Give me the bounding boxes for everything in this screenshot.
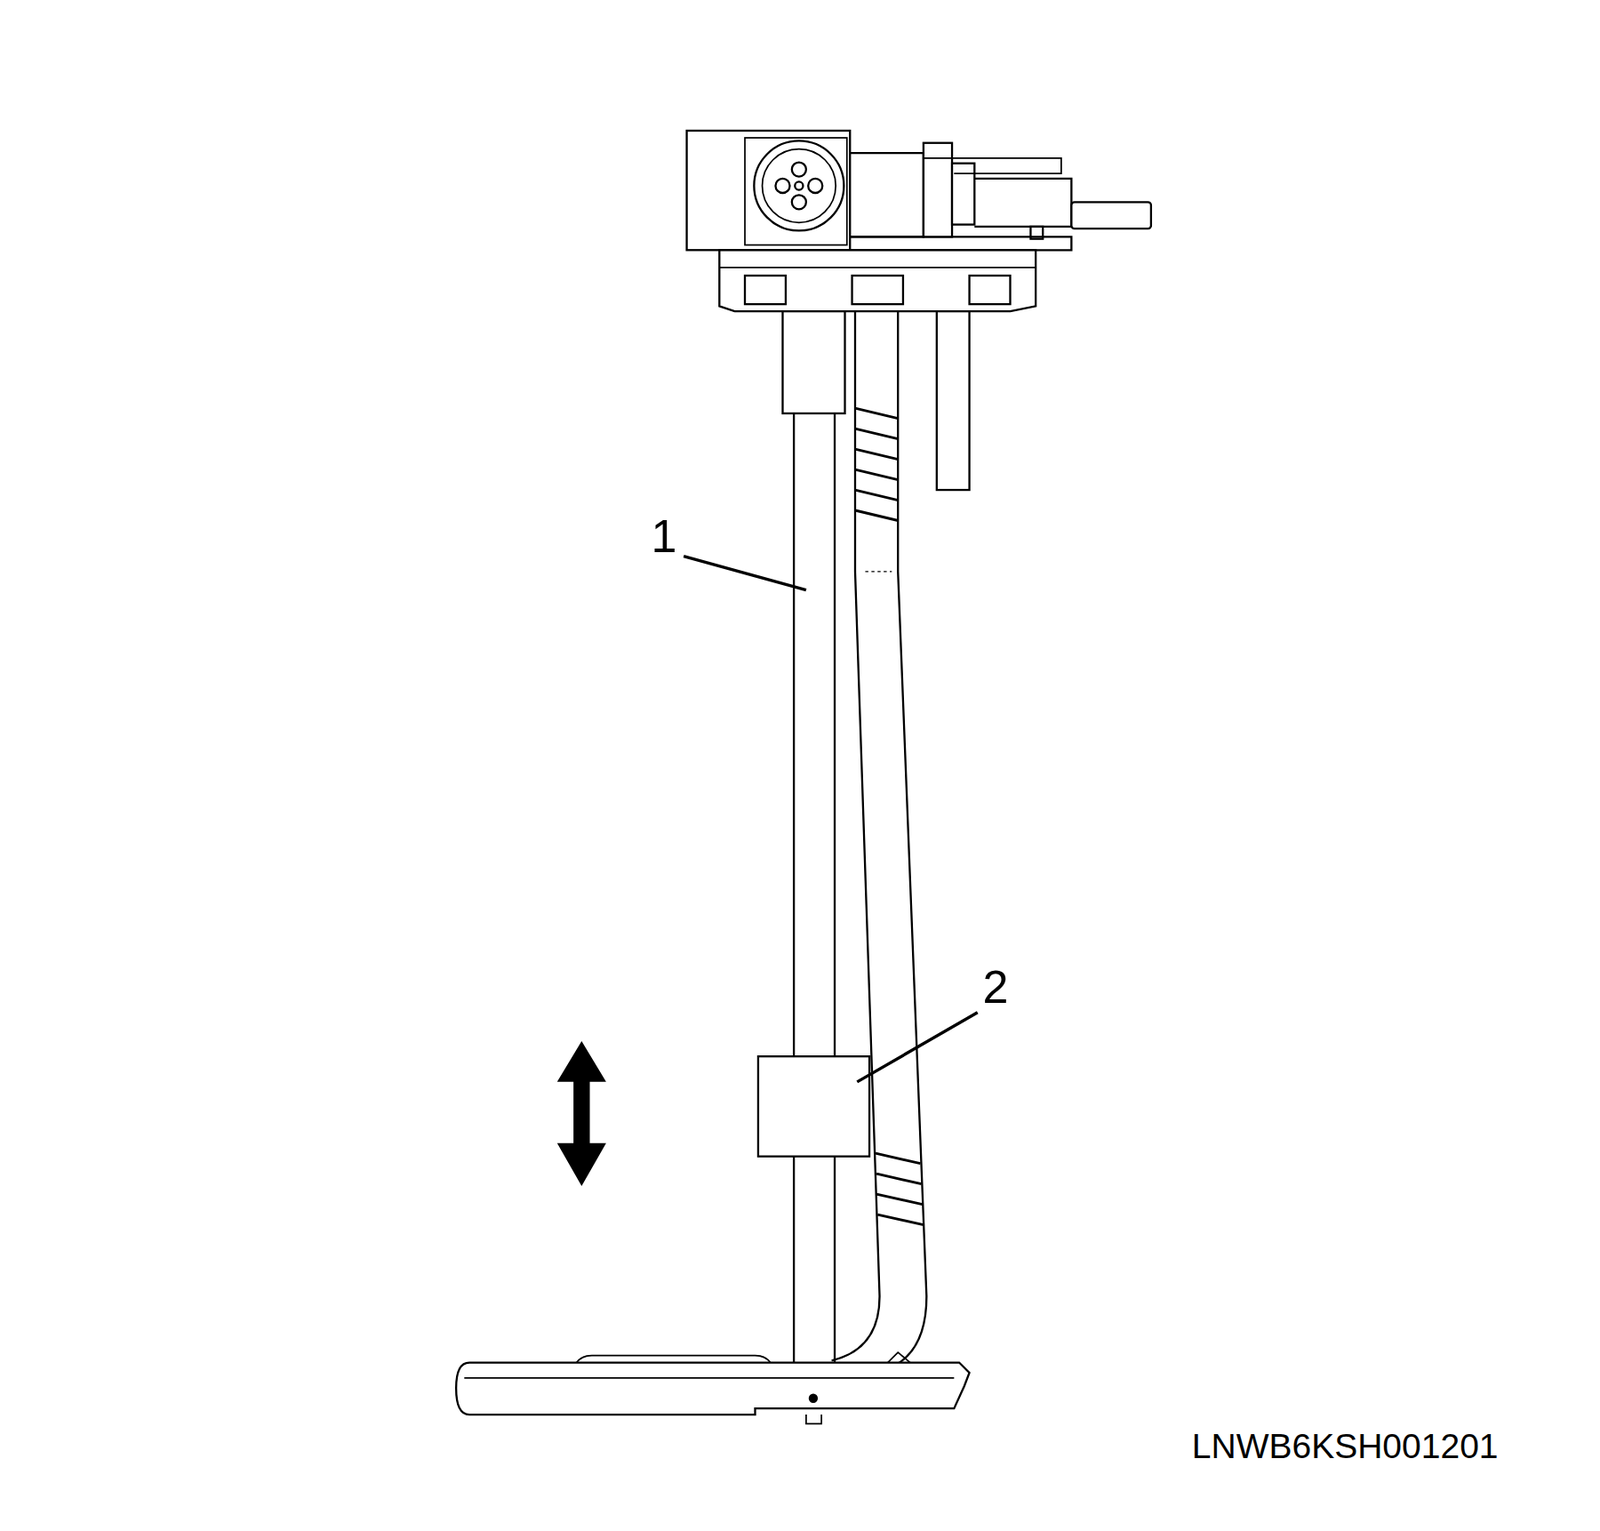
sensor-head — [687, 130, 1152, 312]
leader-line — [683, 556, 807, 591]
sensor-base — [719, 249, 1036, 312]
callout-number: 1 — [650, 512, 677, 560]
hose-joint — [864, 570, 892, 572]
foot-bump — [576, 1355, 771, 1363]
flange-body — [849, 152, 924, 237]
outlet-fitting — [974, 178, 1072, 227]
fitting-nut — [923, 143, 952, 238]
connector-pin — [794, 181, 803, 190]
foot-edge — [464, 1376, 954, 1379]
connector-pin — [775, 178, 790, 193]
callout-number: 2 — [982, 963, 1008, 1010]
sensor-foot — [456, 1362, 969, 1416]
connector-face — [744, 137, 848, 246]
foot-rivet — [809, 1394, 817, 1402]
connector-ring-inner — [762, 149, 837, 224]
figure-code: LNWB6KSH001201 — [1192, 1428, 1499, 1464]
connector-pin — [808, 178, 823, 193]
fitting-nut — [952, 163, 975, 225]
small-tube — [936, 311, 970, 490]
outlet-pipe — [1071, 201, 1152, 229]
hose-edge — [897, 311, 927, 1364]
connector-pin — [792, 162, 807, 177]
float — [758, 1056, 870, 1157]
motion-arrow — [557, 1040, 607, 1186]
leader-line — [856, 1012, 977, 1082]
base-window — [852, 275, 904, 304]
fitting-stud — [1030, 226, 1043, 240]
connector-pin — [792, 194, 807, 209]
foot-stud — [806, 1414, 822, 1424]
connector-ring — [753, 140, 844, 231]
base-window — [744, 275, 786, 304]
connector-housing — [687, 130, 851, 250]
wire-clip — [923, 158, 1062, 174]
base-rim — [719, 266, 1036, 269]
foot-clip — [888, 1352, 911, 1362]
base-window — [969, 275, 1011, 304]
rod-sleeve — [782, 311, 845, 414]
guide-rod — [793, 413, 835, 1363]
